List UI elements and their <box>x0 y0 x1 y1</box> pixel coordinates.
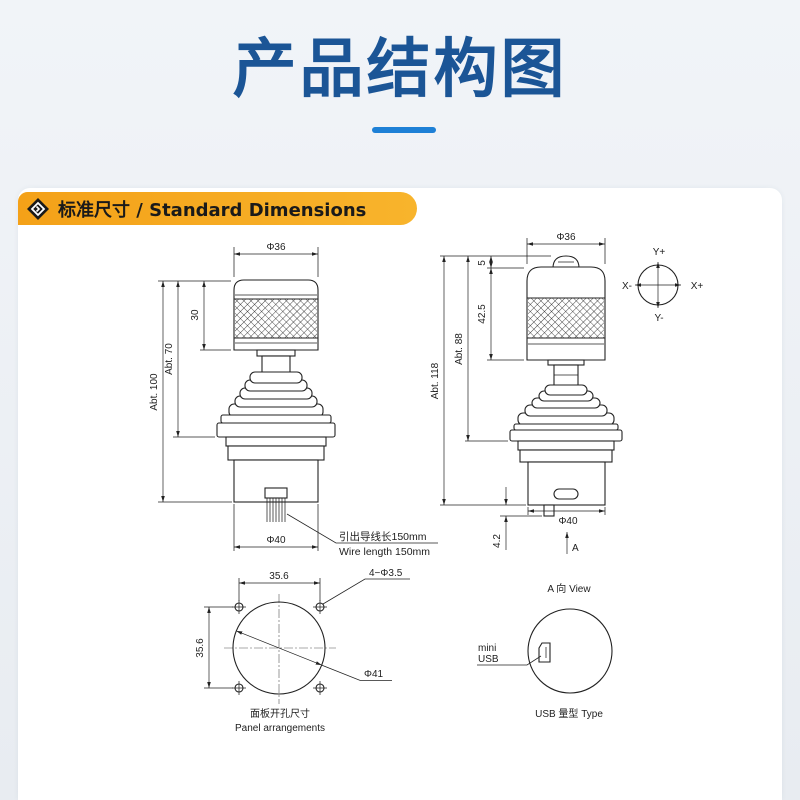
x-plus-label: X+ <box>691 281 704 292</box>
front-knob-knurling <box>235 299 317 338</box>
panel-caption-cn: 面板开孔尺寸 <box>250 707 310 720</box>
side-mounting-nut <box>509 423 623 463</box>
side-nut-thread <box>519 449 613 463</box>
mounting-hole <box>232 600 246 614</box>
section-header: 标准尺寸 / Standard Dimensions <box>18 192 417 225</box>
front-boot-rib <box>249 371 303 384</box>
title-underline <box>372 127 436 133</box>
hole-pitch-horizontal-label: 35.6 <box>269 571 289 582</box>
side-knob-knurling <box>528 298 604 338</box>
side-dimensions: Φ36 5 42.5 Abt. 88 Abt. 118 4.2 Φ40 A <box>430 232 606 554</box>
mini-usb-label-line2: USB <box>478 654 499 665</box>
front-height-above-panel-label: Abt. 70 <box>164 343 175 375</box>
dimensions-card <box>18 188 782 800</box>
front-wire-bundle <box>264 487 288 522</box>
front-shaft-stem <box>261 355 291 375</box>
side-shaft <box>547 359 585 388</box>
diamond-icon-chevron <box>35 205 41 212</box>
diamond-icon-inner <box>30 201 46 216</box>
side-total-height-label: Abt. 118 <box>430 362 441 399</box>
a-view: A 向 View mini USB USB 量型 Type <box>477 582 613 720</box>
x-minus-label: X- <box>622 281 632 292</box>
side-rubber-boot <box>517 384 615 426</box>
panel-cutout: 35.6 35.6 4−Φ3.5 Φ41 面板开孔尺寸 Panel arrang… <box>195 568 410 734</box>
a-view-title: A 向 View <box>547 582 591 595</box>
front-rubber-boot <box>228 371 324 418</box>
diamond-icon <box>27 197 49 220</box>
usb-port-slot <box>553 488 579 500</box>
front-knob-diameter-label: Φ36 <box>266 242 286 253</box>
side-knob-height-label: 42.5 <box>477 304 488 324</box>
front-mounting-nut <box>216 414 336 461</box>
cutout-diameter-label: Φ41 <box>364 669 384 680</box>
cutout-circle <box>232 601 326 695</box>
usb-connector-tab <box>543 504 555 517</box>
a-view-caption: USB 量型 Type <box>535 707 603 720</box>
side-shaft-stem <box>553 364 579 388</box>
front-nut-thread <box>227 445 325 461</box>
front-panel-flange <box>216 422 336 438</box>
panel-caption-en: Panel arrangements <box>235 723 325 734</box>
mini-usb-port-shape <box>538 642 551 663</box>
mini-usb-label-line1: mini <box>478 643 496 654</box>
front-dimensions: Φ36 30 Abt. 70 Abt. 100 Φ40 引出导线长150mm W… <box>149 242 438 558</box>
wire-note-en: Wire length 150mm <box>339 546 430 558</box>
side-height-above-panel-label: Abt. 88 <box>454 333 465 365</box>
front-shaft-collar <box>256 349 296 357</box>
side-cap-height-label: 5 <box>477 260 488 266</box>
mounting-hole <box>313 600 327 614</box>
front-nut-top-plate <box>220 414 332 424</box>
front-shaft <box>256 349 296 375</box>
front-view <box>216 279 336 522</box>
side-body-diameter-label: Φ40 <box>558 516 578 527</box>
mounting-hole <box>232 681 246 695</box>
cutout-diameter-dim <box>236 630 322 666</box>
front-knob <box>233 279 319 351</box>
usb-offset-label: 4.2 <box>492 534 503 548</box>
mini-usb-leader <box>477 655 542 666</box>
side-shaft-collar <box>547 359 585 366</box>
front-body-diameter-label: Φ40 <box>266 535 286 546</box>
side-view <box>509 255 623 517</box>
page-title: 产品结构图 <box>232 33 568 107</box>
section-title: 标准尺寸 / Standard Dimensions <box>58 199 367 221</box>
view-a-arrow-label: A <box>572 543 579 554</box>
hole-pitch-vertical-label: 35.6 <box>195 638 206 658</box>
y-plus-label: Y+ <box>653 247 666 258</box>
side-boot-rib <box>544 384 588 396</box>
side-nut-ring <box>517 440 615 451</box>
wire-note-leader <box>286 513 438 544</box>
cutout-diameter-leader <box>321 664 392 681</box>
front-nut-ring <box>225 436 327 447</box>
mounting-hole <box>313 681 327 695</box>
a-view-housing-circle <box>527 608 613 694</box>
axis-diagram: Y+ X- X+ Y- <box>622 247 703 324</box>
wire-note-cn: 引出导线长150mm <box>339 530 427 543</box>
y-minus-label: Y- <box>654 313 663 324</box>
side-nut-top-plate <box>513 423 619 431</box>
front-knob-height-label: 30 <box>190 309 201 321</box>
side-knob-diameter-label: Φ36 <box>556 232 576 243</box>
front-total-height-label: Abt. 100 <box>149 373 160 411</box>
front-wire-connector <box>264 487 288 499</box>
mounting-holes-label: 4−Φ3.5 <box>369 568 403 579</box>
side-panel-flange <box>509 429 623 442</box>
side-knob <box>526 255 606 361</box>
mounting-holes-leader <box>322 578 410 605</box>
